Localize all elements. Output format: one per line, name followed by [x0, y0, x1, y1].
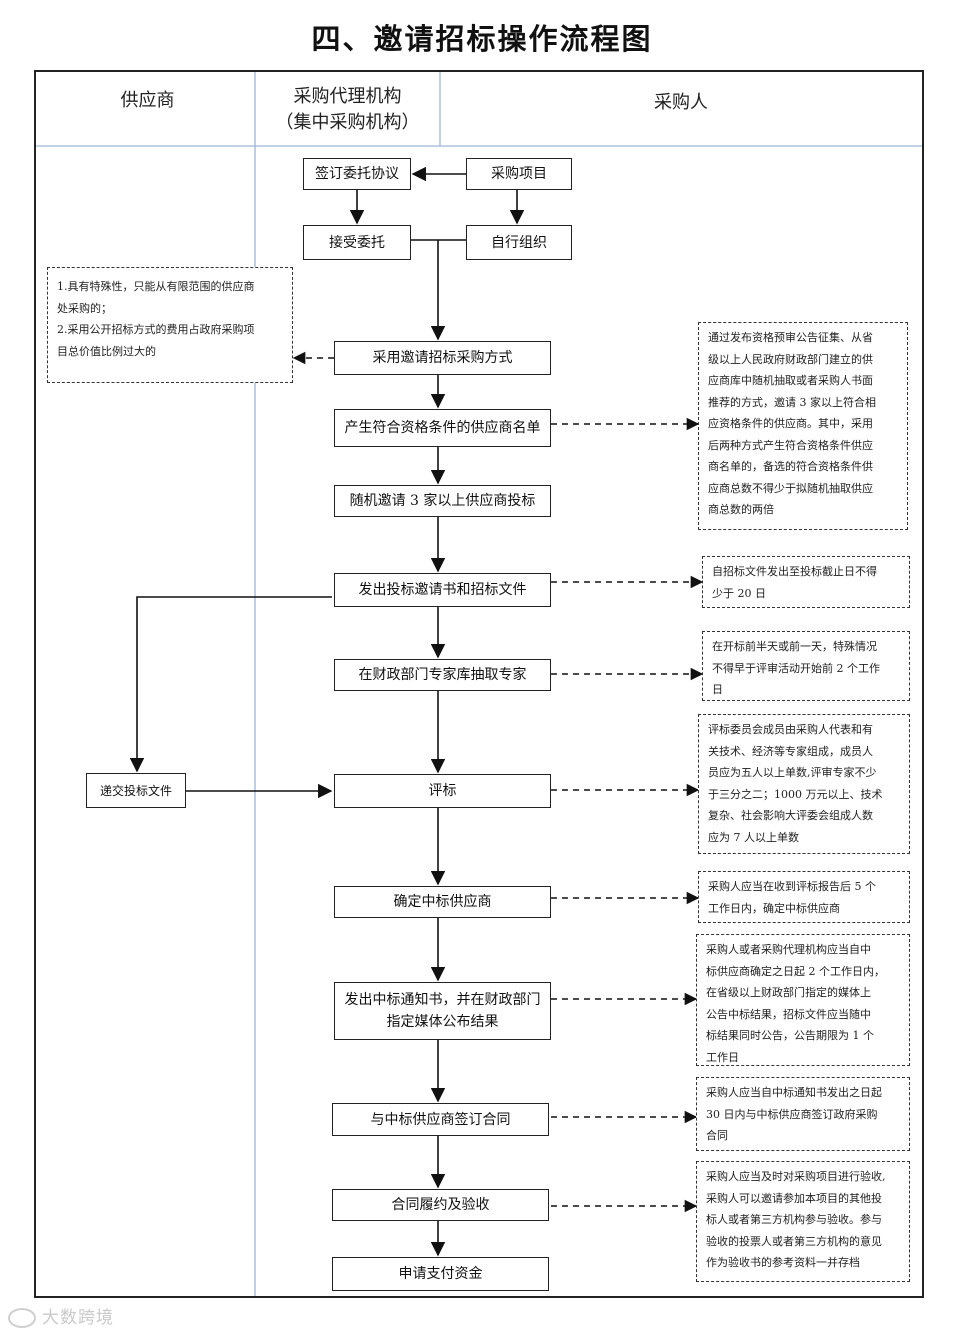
step-self-organize: 自行组织 — [466, 225, 572, 260]
page-title: 四、邀请招标操作流程图 — [311, 22, 653, 56]
step-adopt-method: 采用邀请招标采购方式 — [334, 341, 551, 375]
logo-icon — [8, 1308, 36, 1328]
lane-agency-header: 采购代理机构（集中采购机构） — [275, 86, 420, 133]
step-perform-accept: 合同履约及验收 — [332, 1189, 549, 1221]
lane-supplier-header: 供应商 — [120, 90, 175, 111]
note-qualification-source: 通过发布资格预审公告征集、从省 级以上人民政府财政部门建立的供 应商库中随机抽取… — [698, 322, 908, 530]
note-announce: 采购人或者采购代理机构应当自中 标供应商确定之日起 2 个工作日内， 在省级以上… — [696, 934, 910, 1066]
note-left-conditions: 1.具有特殊性，只能从有限范围的供应商 处采购的； 2.采用公开招标方式的费用占… — [47, 267, 293, 383]
step-sign-contract: 与中标供应商签订合同 — [332, 1103, 549, 1136]
step-apply-payment: 申请支付资金 — [332, 1257, 549, 1291]
note-committee: 评标委员会成员由采购人代表和有 关技术、经济等专家组成，成员人 员应为五人以上单… — [698, 714, 910, 854]
step-confirm-winner: 确定中标供应商 — [334, 886, 551, 918]
note-expert-timing: 在开标前半天或前一天，特殊情况 不得早于评审活动开始前 2 个工作 日 — [702, 631, 910, 701]
lane-purchaser-header: 采购人 — [654, 92, 708, 113]
note-confirm-timing: 采购人应当在收到评标报告后 5 个 工作日内，确定中标供应商 — [698, 871, 910, 923]
step-purchase-project: 采购项目 — [466, 158, 572, 190]
step-sign-agreement: 签订委托协议 — [303, 158, 411, 190]
step-issue-docs: 发出投标邀请书和招标文件 — [334, 573, 551, 607]
note-acceptance: 采购人应当及时对采购项目进行验收, 采购人可以邀请参加本项目的其他投 标人或者第… — [696, 1161, 910, 1282]
step-accept-entrust: 接受委托 — [303, 225, 411, 260]
step-random-invite: 随机邀请 3 家以上供应商投标 — [334, 485, 551, 517]
swimlane-frame — [34, 70, 924, 1298]
step-publish-notice: 发出中标通知书，并在财政部门指定媒体公布结果 — [334, 982, 551, 1040]
step-submit-bid: 递交投标文件 — [86, 773, 186, 808]
note-contract-timing: 采购人应当自中标通知书发出之日起 30 日内与中标供应商签订政府采购 合同 — [696, 1077, 910, 1151]
note-bid-deadline: 自招标文件发出至投标截止日不得 少于 20 日 — [702, 556, 910, 608]
step-evaluate: 评标 — [334, 774, 551, 808]
watermark: 大数跨境 — [8, 1303, 114, 1328]
step-qualified-list: 产生符合资格条件的供应商名单 — [334, 409, 551, 447]
step-draw-experts: 在财政部门专家库抽取专家 — [334, 659, 551, 691]
